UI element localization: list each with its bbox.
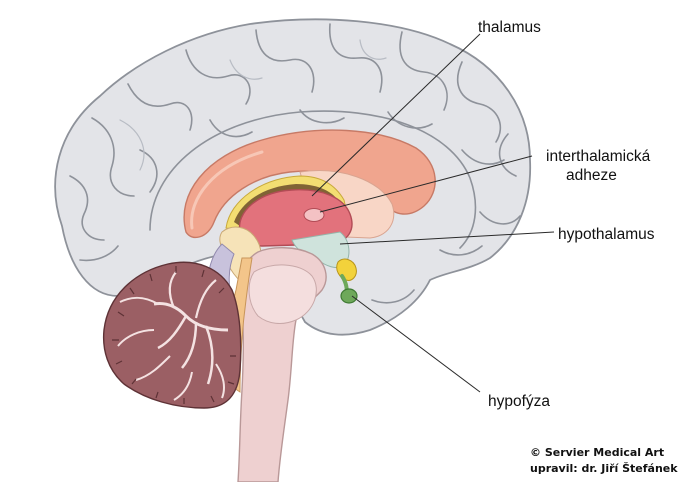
interthalamic-adhesion xyxy=(303,208,325,222)
thalamus-leader xyxy=(311,33,481,197)
hypothalamus-label: hypothalamus xyxy=(558,226,655,243)
interthalamic-leader xyxy=(319,155,533,213)
interthalamic-label-line2: adheze xyxy=(566,167,617,184)
hypophysis-label: hypofýza xyxy=(488,393,550,410)
hypothalamus-leader xyxy=(339,231,555,245)
hypophysis xyxy=(340,288,358,304)
thalamus-label: thalamus xyxy=(478,19,541,36)
credit-line-2: upravil: dr. Jiří Štefánek xyxy=(530,462,678,475)
corpus-callosum xyxy=(183,129,436,239)
fornix-dark-band xyxy=(234,184,338,226)
brainstem xyxy=(237,247,327,482)
leader-lines xyxy=(311,33,555,393)
cerebellum xyxy=(102,261,242,409)
interthalamic-label-line1: interthalamická xyxy=(546,148,651,165)
hypophysis-leader xyxy=(351,295,481,393)
credit-line-1: © Servier Medical Art xyxy=(530,446,664,459)
